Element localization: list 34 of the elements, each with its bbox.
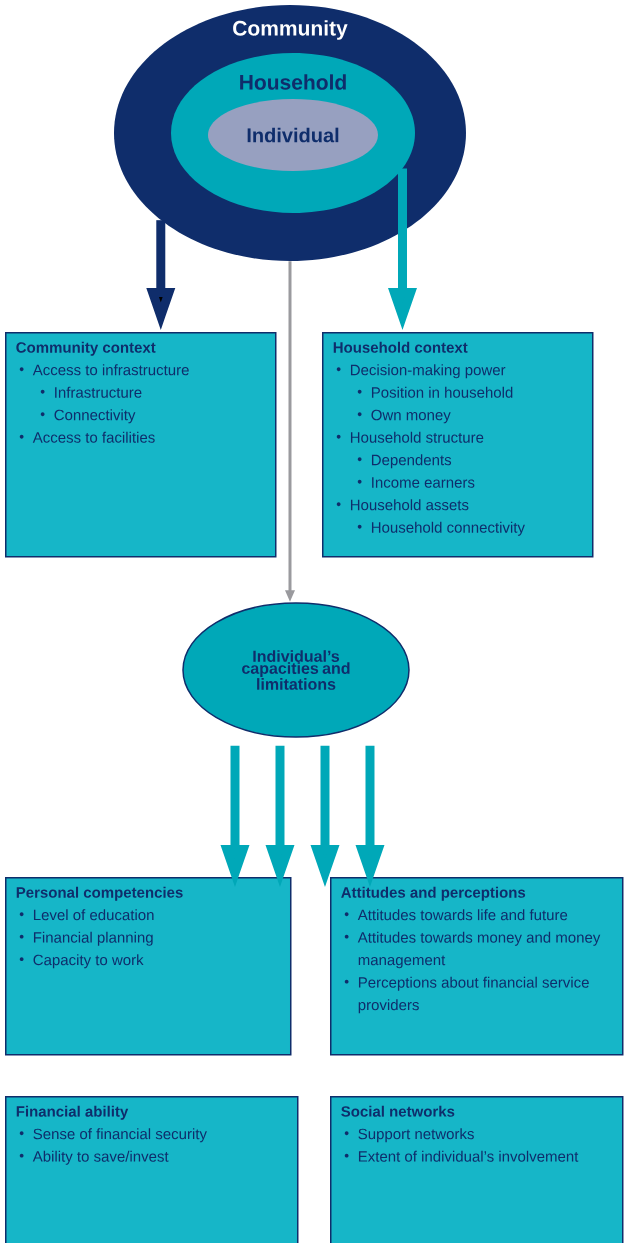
bullet-item: Household connectivity (357, 521, 525, 536)
bullet-item: Perceptions about financial service providers (344, 976, 589, 1014)
bullet-item: Ability to save/invest (19, 1150, 169, 1165)
bullet-item: Extent of individual’s involvement (344, 1150, 579, 1162)
bullet-item: Capacity to work (19, 954, 144, 969)
info-box (5, 877, 292, 1056)
bullet-item: Household assets (336, 499, 469, 511)
info-box (330, 877, 624, 1056)
bullet-item: Position in household (357, 386, 513, 398)
box-heading: Attitudes and perceptions (341, 886, 526, 901)
info-box (330, 1096, 624, 1243)
bullet-item: Own money (357, 409, 451, 424)
info-box (5, 1096, 299, 1243)
box-heading: Social networks (341, 1105, 455, 1117)
bullet-item: Access to facilities (19, 431, 155, 443)
bullet-item: Financial planning (19, 931, 153, 946)
bullet-item: Decision-making power (336, 364, 506, 379)
bullet-item: Level of education (19, 909, 154, 921)
info-box (5, 332, 277, 558)
bullet-item: Attitudes towards life and future (344, 909, 568, 921)
bullet-item: Access to infrastructure (19, 364, 189, 376)
bullet-item: Infrastructure (40, 386, 142, 398)
bullet-item: Dependents (357, 454, 452, 469)
bullet-item: Connectivity (40, 409, 136, 424)
bullet-item: Income earners (357, 477, 475, 488)
box-heading: Personal competencies (16, 886, 183, 901)
bullet-item: Support networks (344, 1128, 474, 1143)
bullet-item: Household structure (336, 431, 484, 443)
bullet-item: Sense of financial security (19, 1128, 207, 1143)
info-box (322, 332, 594, 558)
box-heading: Financial ability (16, 1105, 129, 1120)
box-heading: Household context (333, 341, 468, 353)
box-heading: Community context (16, 341, 156, 356)
bullet-item: Attitudes towards money and money management (344, 931, 601, 969)
